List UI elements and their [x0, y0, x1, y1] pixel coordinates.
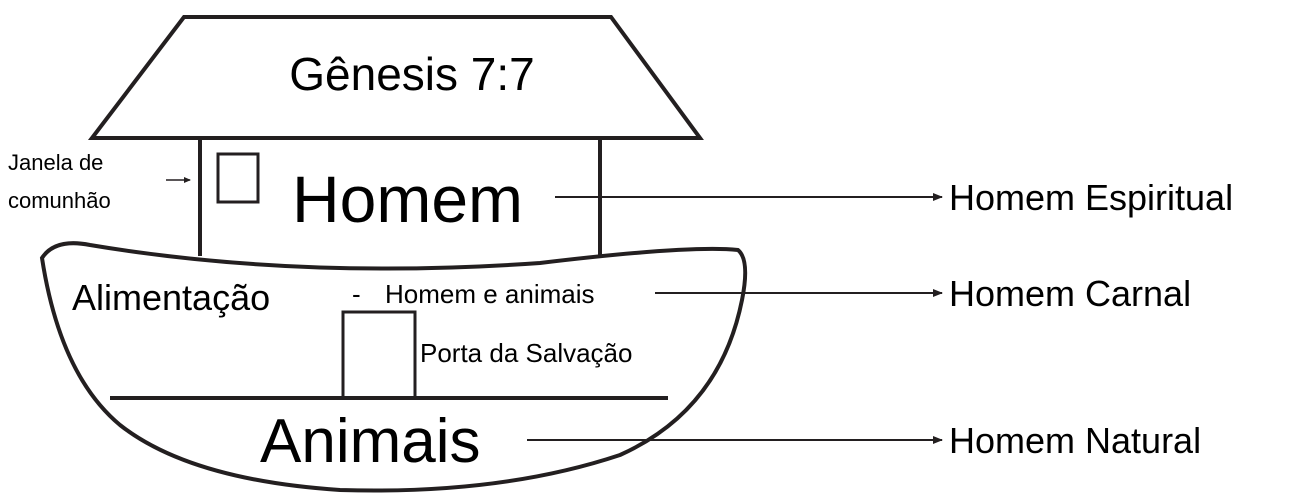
- window-label-line2: comunhão: [8, 188, 111, 213]
- roof-title: Gênesis 7:7: [289, 48, 534, 100]
- animals-label: Animais: [260, 407, 481, 476]
- meaning-natural-label: Homem Natural: [949, 420, 1201, 461]
- ark-roof: [87, 15, 704, 140]
- man-and-animals-label: Homem e animais: [385, 279, 595, 309]
- door-label: Porta da Salvação: [420, 338, 632, 368]
- salvation-door: [341, 310, 417, 400]
- meaning-spiritual-label: Homem Espiritual: [949, 177, 1233, 218]
- hull-dash: -: [352, 279, 361, 309]
- meaning-carnal-label: Homem Carnal: [949, 273, 1191, 314]
- window-label-line1: Janela de: [8, 150, 103, 175]
- communion-window: [216, 152, 260, 204]
- food-label: Alimentação: [72, 277, 270, 318]
- cabin-label: Homem: [292, 162, 523, 236]
- ark-hull: [39, 241, 748, 493]
